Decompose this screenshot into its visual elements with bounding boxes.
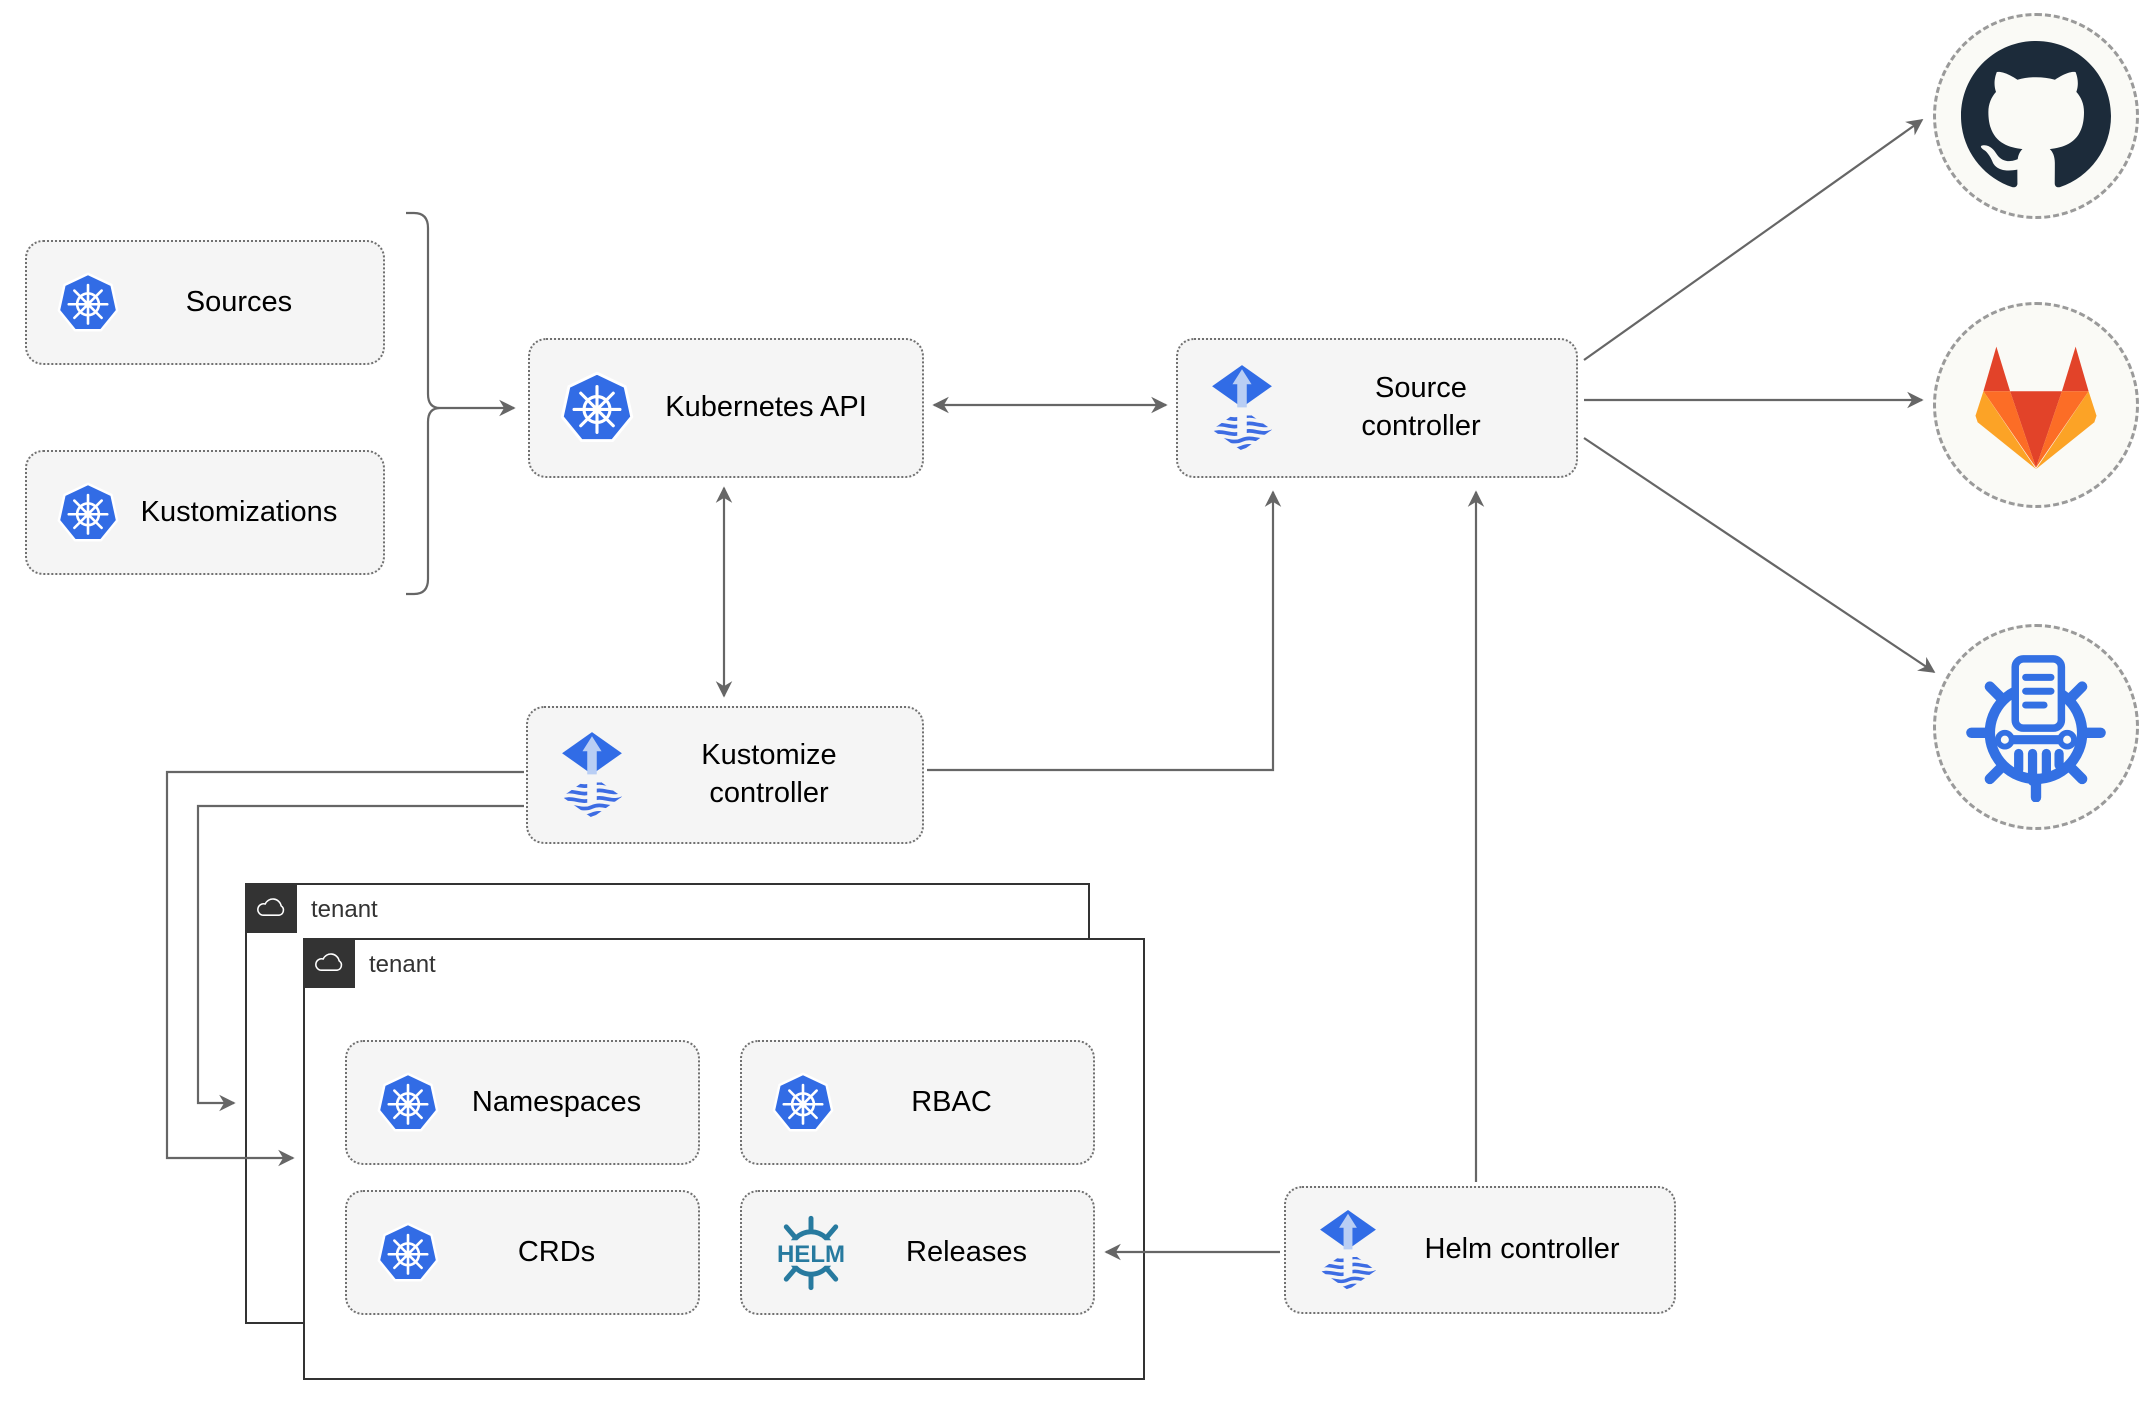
- arrow-kustomize-controller-to-source-controller: [927, 490, 1282, 772]
- kubernetes-icon: [772, 1072, 834, 1134]
- node-label: Releases: [906, 1235, 1027, 1268]
- node-label: CRDs: [517, 1235, 596, 1268]
- node-label: Kustomize controller: [701, 739, 837, 809]
- node-label: Kustomizations: [140, 495, 338, 528]
- flux-icon: [1208, 365, 1276, 451]
- cloud-icon: [312, 951, 346, 975]
- helm-logo-text: HELM: [777, 1241, 845, 1268]
- arrow-source-controller-to-kustomize-repo: [1583, 437, 1936, 673]
- node-label: Sources: [185, 285, 293, 318]
- node-releases: HELM Releases: [740, 1190, 1095, 1315]
- node-label: Source controller: [1361, 372, 1481, 442]
- tenant-group-label: tenant: [311, 896, 378, 923]
- kubernetes-icon: [377, 1072, 439, 1134]
- arrow-source-controller-to-github: [1583, 119, 1924, 361]
- node-rbac: RBAC: [740, 1040, 1095, 1165]
- node-label: Namespaces: [471, 1085, 642, 1118]
- node-label: Helm controller: [1424, 1233, 1620, 1266]
- node-label: RBAC: [911, 1085, 992, 1118]
- cloud-icon: [254, 896, 288, 920]
- gitlab-icon: [1966, 338, 2106, 472]
- external-gitlab: [1933, 302, 2139, 508]
- github-icon: [1961, 41, 2111, 191]
- node-crds: CRDs: [345, 1190, 700, 1315]
- node-kustomize-controller: Kustomize controller: [526, 706, 924, 844]
- kubernetes-icon: [57, 272, 119, 334]
- tenant-group-label: tenant: [369, 951, 436, 978]
- node-label: Kubernetes API: [665, 391, 867, 424]
- node-kubernetes-api: Kubernetes API: [528, 338, 924, 478]
- helm-icon: HELM: [758, 1213, 864, 1293]
- kubernetes-icon: [57, 482, 119, 544]
- node-helm-controller: Helm controller: [1284, 1186, 1676, 1314]
- node-kustomizations: Kustomizations: [25, 450, 385, 575]
- flux-icon: [1316, 1210, 1380, 1290]
- node-sources: Sources: [25, 240, 385, 365]
- external-kustomize-repo: [1933, 624, 2139, 830]
- cloud-tab: [245, 883, 297, 933]
- cloud-tab: [303, 938, 355, 988]
- node-source-controller: Source controller: [1176, 338, 1578, 478]
- node-namespaces: Namespaces: [345, 1040, 700, 1165]
- grouping-brace: [406, 211, 441, 596]
- external-github: [1933, 13, 2139, 219]
- flux-icon: [558, 732, 626, 818]
- kubernetes-icon: [560, 371, 634, 445]
- kustomize-wheel-icon: [1961, 652, 2111, 802]
- kubernetes-icon: [377, 1222, 439, 1284]
